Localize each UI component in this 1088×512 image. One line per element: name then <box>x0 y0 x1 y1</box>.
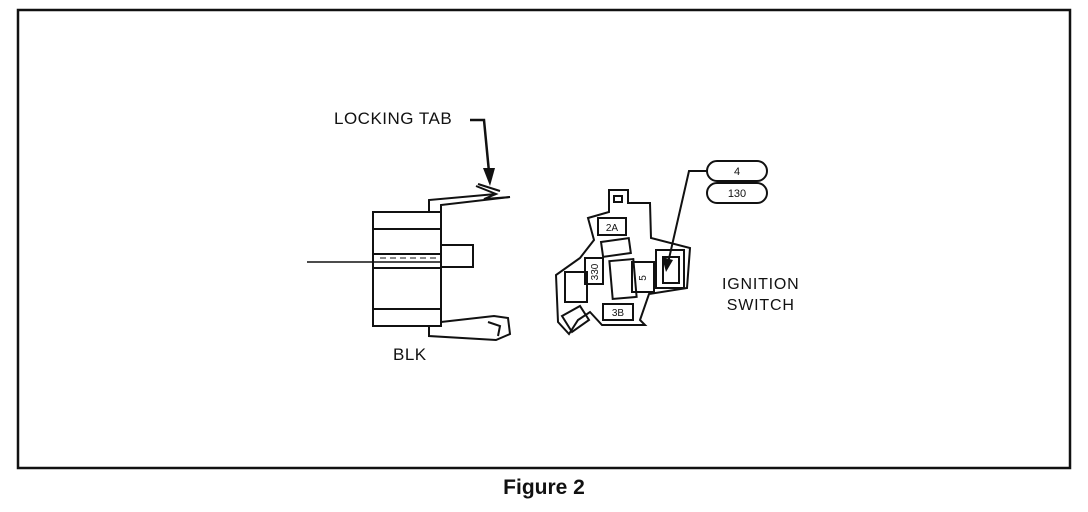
figure-frame <box>16 8 1072 470</box>
circuit-callout <box>667 160 768 264</box>
locking-tab-label: LOCKING TAB <box>334 109 453 128</box>
ignition-switch-line1: IGNITION <box>722 276 800 293</box>
terminal-label-3b: 3B <box>612 308 625 319</box>
locking-tab-pointer <box>470 118 491 173</box>
ignition-connector <box>554 189 692 336</box>
ignition-switch-label: IGNITION SWITCH <box>722 274 800 316</box>
circuit-label-4: 4 <box>734 166 740 178</box>
callout-arrowhead <box>662 257 673 272</box>
blk-label: BLK <box>393 345 427 364</box>
circuit-label-130: 130 <box>728 188 746 200</box>
terminal-label-2a: 2A <box>606 223 619 234</box>
locking-tab-arrowhead <box>483 168 495 186</box>
blk-connector <box>372 183 512 342</box>
ignition-switch-line2: SWITCH <box>726 297 795 314</box>
figure-caption: Figure 2 <box>503 476 585 499</box>
terminal-label-330: 330 <box>590 263 601 280</box>
terminal-label-5: 5 <box>638 275 649 281</box>
